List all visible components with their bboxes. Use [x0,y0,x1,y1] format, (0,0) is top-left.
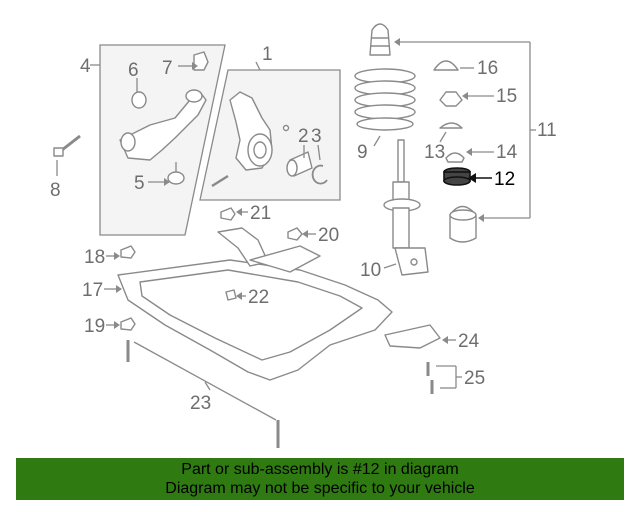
callout-14: 14 [496,142,518,163]
subframe-17 [117,227,393,381]
bushing-21 [220,207,236,221]
ball-joint-5 [167,171,185,185]
nut-15 [439,91,463,107]
bracket-24 [384,324,441,349]
bushing-14 [445,152,465,163]
control-arm-rear-mount [120,132,136,152]
bushing-19 [120,317,136,331]
control-arm-front-bushing [185,89,203,103]
seat-13 [439,122,463,129]
mount-16 [433,60,459,71]
callout-23: 23 [190,393,211,414]
callout-1: 1 [262,44,273,65]
callout-25: 25 [464,368,485,389]
bolt-8 [53,147,64,157]
knuckle-bolt [211,174,229,188]
callout-20: 20 [318,225,339,246]
snap-ring-3 [311,164,328,185]
bushing-22 [225,289,237,301]
bushing-18 [120,245,136,259]
callout-24: 24 [458,331,480,352]
callout-17: 17 [82,280,103,301]
strut-10 [383,139,429,276]
bushing-6 [131,91,147,109]
fitment-banner: Part or sub-assembly is #12 in diagram D… [16,458,624,500]
callout-16: 16 [477,58,498,79]
callout-2: 2 [298,126,309,147]
callout-11: 11 [537,120,557,141]
callout-4: 4 [80,56,91,77]
strut-mount-12-highlighted [443,167,471,186]
strut-boot [369,23,391,56]
callout-15: 15 [496,86,517,107]
callout-10: 10 [360,260,381,281]
callout-13: 13 [424,142,445,163]
callout-5: 5 [134,173,145,194]
callout-22: 22 [248,287,269,308]
coil-spring-9 [354,68,416,131]
callout-8: 8 [50,180,61,201]
callout-12-highlighted: 12 [494,169,515,190]
callout-6: 6 [128,60,139,81]
callout-21: 21 [250,203,271,224]
lower-control-arm [119,91,207,161]
callout-3: 3 [311,126,322,147]
bushing-20 [287,227,303,241]
callout-7: 7 [162,58,173,79]
banner-line-1: Part or sub-assembly is #12 in diagram [181,461,459,478]
banner-line-2: Diagram may not be specific to your vehi… [165,480,475,497]
callout-19: 19 [84,316,105,337]
callout-9: 9 [357,142,368,163]
callout-18: 18 [84,247,105,268]
